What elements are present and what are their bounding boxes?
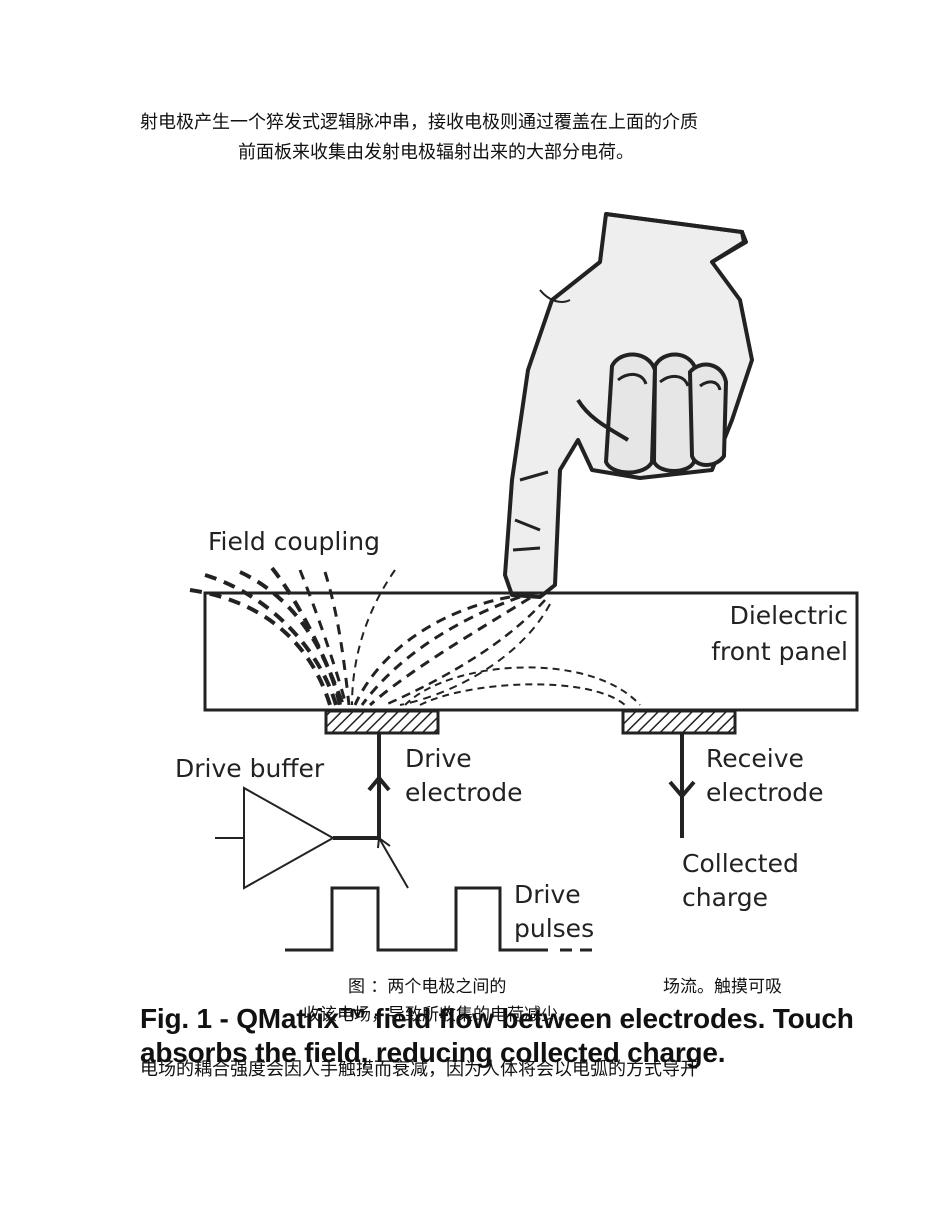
hand-illustration xyxy=(503,212,754,599)
drive-pulses-label-line-1: Drive xyxy=(514,880,581,909)
field-lines xyxy=(189,566,641,707)
collected-charge-label-line-1: Collected xyxy=(682,849,799,878)
paragraph-top-line-1: 射电极产生一个猝发式逻辑脉冲串，接收电极则通过覆盖在上面的介质 xyxy=(140,112,698,133)
receive-electrode xyxy=(621,709,737,735)
dielectric-label-line-1: Dielectric xyxy=(730,601,848,630)
drive-electrode-label-line-1: Drive xyxy=(405,744,472,773)
caption-en-line-1: Fig. 1 - QMatrix™ field flow between ele… xyxy=(140,1003,854,1034)
caption-cn-part-1: 图 ：两个电极之间的 xyxy=(348,977,507,997)
dielectric-label-line-2: front panel xyxy=(711,637,848,666)
receive-electrode-label-line-1: Receive xyxy=(706,744,804,773)
dielectric-panel xyxy=(203,591,859,712)
drive-electrode-label-line-2: electrode xyxy=(405,778,523,807)
field-coupling-label: Field coupling xyxy=(208,527,380,556)
collected-charge-label-line-2: charge xyxy=(682,883,768,912)
paragraph-top-line-2: 前面板来收集由发射电极辐射出来的大部分电荷。 xyxy=(238,142,634,163)
receive-electrode-label-line-2: electrode xyxy=(706,778,824,807)
drive-pulses-label-line-2: pulses xyxy=(514,914,594,943)
drive-pulses-waveform xyxy=(285,886,548,952)
caption-cn-part-2: 场流。触摸可吸 xyxy=(663,977,782,997)
paragraph-bottom-line-1: 电场的耦合强度会因人手触摸而衰减，因为人体将会以电弧的方式导开 xyxy=(140,1059,698,1080)
caption-cn-line-2: 收该电场，导致所收集的电荷减少。 xyxy=(303,1005,575,1025)
drive-electrode xyxy=(324,709,440,735)
receive-wiring xyxy=(668,733,696,838)
drive-buffer-triangle xyxy=(243,786,336,890)
caption-en-line-2: absorbs the field, reducing collected ch… xyxy=(140,1037,726,1068)
drive-wiring xyxy=(333,733,409,889)
drive-buffer-label: Drive buffer xyxy=(175,754,325,783)
